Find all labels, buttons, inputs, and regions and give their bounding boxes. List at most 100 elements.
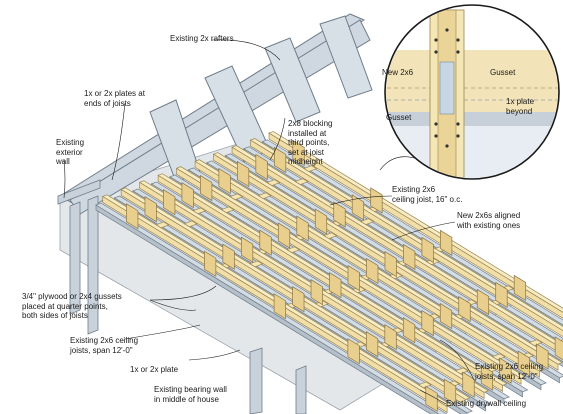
gusset-plate — [347, 338, 360, 365]
bolt — [434, 122, 438, 126]
blocking-piece — [220, 206, 235, 214]
bolt — [445, 28, 449, 32]
new-joist-top — [249, 138, 563, 332]
label-plates-at-ends: 1x or 2x plates at ends of joists — [84, 89, 145, 108]
gusset-plate — [200, 174, 213, 202]
gusset-plate — [421, 309, 434, 337]
new-joist-top — [268, 131, 563, 313]
gusset-plate — [495, 281, 508, 309]
gusset-plate — [218, 167, 231, 195]
gusset-plate — [536, 343, 549, 370]
gusset-plate — [292, 139, 305, 167]
blocking-piece — [266, 179, 281, 186]
gusset-plate — [237, 160, 250, 188]
label-plate-1x-2x: 1x or 2x plate — [130, 365, 179, 374]
label-existing-ceiling-joist: Existing 2x6 ceiling joist, 16" o.c. — [392, 185, 463, 204]
gusset-plate — [204, 250, 217, 277]
gusset-plate — [310, 279, 323, 306]
gusset-plate — [402, 317, 416, 344]
blocking-piece — [249, 260, 264, 268]
gusset-plate — [425, 385, 438, 412]
gusset-plate — [273, 293, 286, 320]
gusset-plate — [314, 208, 328, 235]
gusset-plate — [370, 187, 383, 214]
gusset-plate — [277, 222, 291, 249]
label-existing-rafters: Existing 2x rafters — [170, 34, 234, 43]
exterior-wall — [57, 179, 101, 335]
gusset-plate — [351, 194, 365, 221]
detail-inset — [384, 4, 560, 180]
gusset-plate — [462, 371, 475, 398]
bolt — [434, 38, 438, 42]
label-drywall-ceiling: Existing drywall ceiling — [446, 399, 527, 408]
bolt — [445, 144, 449, 148]
blocking-piece — [491, 353, 506, 361]
gusset-plate — [347, 264, 360, 292]
gusset-plate — [163, 189, 176, 216]
gusset-plate — [458, 295, 471, 323]
gusset-plate — [476, 288, 490, 316]
label-bearing-wall: Existing bearing wall in middle of house — [154, 385, 227, 404]
blocking-piece — [286, 246, 301, 254]
blocking-piece — [183, 220, 198, 228]
bolt — [456, 122, 460, 126]
leader-lines — [63, 39, 475, 405]
gusset-plate — [329, 272, 342, 299]
blocking-piece — [257, 192, 272, 200]
bolt — [434, 50, 438, 54]
gusset-plate — [366, 257, 379, 285]
gusset-plate — [384, 250, 397, 278]
blocking-piece — [192, 207, 207, 215]
bearing-wall — [249, 347, 307, 414]
label-blocking: 2x8 blocking installed at third points, … — [288, 119, 333, 166]
gusset-plate — [126, 203, 139, 230]
gusset-plate — [296, 215, 309, 242]
blocking-piece — [454, 367, 469, 375]
detail-label-gusset-top: Gusset — [490, 68, 516, 77]
label-ceiling-joists-right: Existing 2x6 ceiling joists, span 12'-0" — [475, 362, 544, 381]
bolts — [434, 28, 460, 148]
gusset-plate — [255, 153, 268, 181]
gusset-plate — [181, 182, 194, 209]
gusset-plate — [273, 146, 287, 174]
gusset-plate — [292, 286, 305, 313]
blocking-piece — [303, 165, 318, 172]
gusset-plate — [240, 236, 254, 263]
blocking-piece — [294, 178, 309, 185]
blocking-piece — [528, 339, 543, 346]
blocking-piece — [360, 218, 375, 225]
gusset-plate — [499, 357, 512, 384]
label-gussets: 3/4" plywood or 2x4 gussets placed at qu… — [22, 292, 122, 320]
gusset-plate — [333, 201, 346, 228]
gussets — [126, 139, 563, 412]
detail-label-new-2x6: New 2x6 — [382, 68, 414, 77]
blocking-piece — [323, 232, 338, 240]
gusset-plate — [403, 243, 416, 271]
gusset-plate — [259, 229, 272, 256]
bolt — [434, 134, 438, 138]
gusset-plate — [144, 196, 157, 223]
gusset-plate — [513, 274, 527, 302]
detail-label-gusset-left: Gusset — [386, 113, 412, 122]
gusset-plate — [366, 331, 379, 358]
label-ceiling-joists-left: Existing 2x6 ceiling joists, span 12'-0" — [70, 336, 139, 355]
blocking-piece — [229, 193, 244, 201]
label-exterior-wall: Existing exterior wall — [56, 138, 85, 166]
bolt — [456, 50, 460, 54]
gusset-plate — [480, 364, 494, 391]
gusset-plate — [517, 350, 531, 377]
detail-label-plate-beyond: 1x plate beyond — [506, 97, 535, 116]
gusset-plate — [384, 324, 397, 351]
label-new-2x6s-aligned: New 2x6s aligned with existing ones — [457, 211, 521, 230]
gusset-plate — [222, 243, 235, 270]
gusset-plate — [421, 236, 434, 264]
blocking-piece — [155, 221, 170, 229]
blocking-piece — [417, 381, 432, 389]
gusset-plate — [439, 302, 453, 330]
bolt — [456, 134, 460, 138]
bolt — [456, 38, 460, 42]
rafters — [59, 13, 373, 215]
gusset-plate — [440, 229, 453, 257]
gusset-plate — [443, 378, 457, 405]
